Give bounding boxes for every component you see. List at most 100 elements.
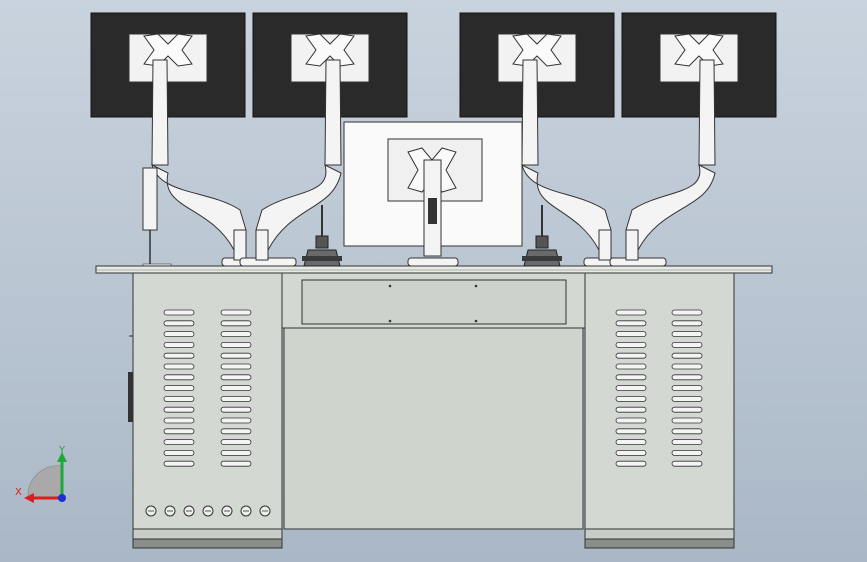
z-axis-dot [58,494,66,502]
knob-2 [164,505,176,517]
vent-slot [163,374,195,381]
vent-slot [615,406,647,413]
vent-slot [220,309,252,316]
knob-4 [202,505,214,517]
upper-monitor-row [90,12,777,118]
vent-slot [615,449,647,456]
vent-slot [220,320,252,327]
x-axis-label: X [15,487,22,498]
vent-slot [671,363,703,370]
monitor-4 [621,12,777,118]
knob-1 [145,505,157,517]
vent-slot [163,352,195,359]
vent-slot [671,428,703,435]
vent-slot [671,320,703,327]
vent-slot [671,309,703,316]
vent-slot [615,352,647,359]
vent-slot [671,449,703,456]
vent-slot [220,428,252,435]
joystick-row [302,205,562,267]
vent-slot [671,385,703,392]
vent-slot [163,363,195,370]
monitor-arms [142,59,716,269]
vent-slot [163,439,195,446]
vent-slot [220,460,252,467]
vent-slot [163,406,195,413]
vent-slot [163,395,195,402]
cabinet-vents [163,309,703,467]
vent-slot [220,406,252,413]
center-stand-slot [428,198,437,224]
axis-triad: Y X [15,445,67,503]
vent-slot [220,331,252,338]
y-axis-label: Y [58,445,66,456]
vent-slot [615,309,647,316]
knob-6 [240,505,252,517]
vent-slot [615,363,647,370]
vesa-bracket [143,33,193,67]
vesa-bracket [512,33,562,67]
vent-column-3 [615,309,647,467]
vent-slot [220,374,252,381]
vent-slot [163,341,195,348]
vent-slot [615,320,647,327]
joystick-1 [302,205,342,267]
panel-screws [388,284,478,323]
vent-slot [220,341,252,348]
vent-slot [671,352,703,359]
vent-column-1 [163,309,195,467]
vent-slot [671,406,703,413]
vent-slot [220,395,252,402]
y-arrow-head [57,452,67,462]
vent-slot [615,374,647,381]
vent-slot [615,395,647,402]
vent-column-2 [220,309,252,467]
vent-slot [220,417,252,424]
vent-slot [615,460,647,467]
vent-slot [163,417,195,424]
vent-slot [615,385,647,392]
knob-5 [221,505,233,517]
center-cabinet [281,272,586,530]
vent-slot [163,460,195,467]
vent-slot [671,374,703,381]
vent-slot [615,331,647,338]
vent-slot [220,352,252,359]
joystick-2 [522,205,562,267]
vent-slot [163,309,195,316]
vent-slot [615,439,647,446]
vent-slot [671,331,703,338]
front-panel-knobs [145,505,271,517]
vesa-plate [128,33,208,83]
vent-slot [163,331,195,338]
vent-slot [220,363,252,370]
desk-top [95,265,773,274]
vent-slot [671,417,703,424]
monitor-1 [90,12,246,118]
x-arrow-head [24,493,34,503]
vent-slot [615,428,647,435]
vent-column-4 [671,309,703,467]
vesa-bracket [305,33,355,67]
center-stand-base [407,257,459,267]
vent-slot [220,449,252,456]
vent-slot [671,341,703,348]
left-cabinet [128,272,283,549]
vent-slot [615,341,647,348]
vent-slot [163,428,195,435]
vent-slot [163,449,195,456]
knob-3 [183,505,195,517]
monitor-arm-4 [609,59,716,267]
vent-slot [671,439,703,446]
vesa-bracket [674,33,724,67]
vesa-plate [659,33,739,83]
monitor-arm-2 [239,59,342,267]
vent-slot [671,395,703,402]
center-monitor [343,121,523,267]
vent-slot [220,385,252,392]
knob-7 [259,505,271,517]
vent-slot [220,439,252,446]
vent-slot [671,460,703,467]
vent-slot [163,320,195,327]
